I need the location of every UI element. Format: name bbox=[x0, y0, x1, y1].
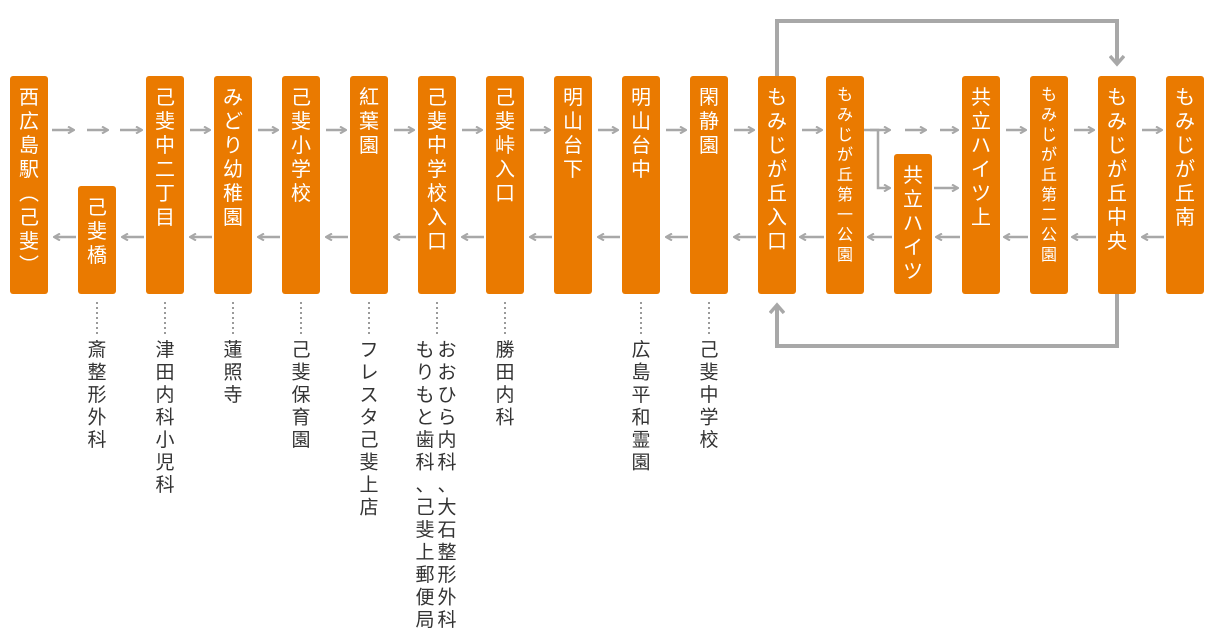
bus-stop-label: もみじが丘入口 bbox=[767, 85, 787, 253]
bus-stop-box bbox=[622, 76, 660, 294]
bus-stop-label: 共立ハイツ bbox=[903, 163, 923, 283]
branch-arrow bbox=[864, 128, 890, 188]
landmark-label: 己斐中学校 bbox=[699, 339, 718, 451]
bus-stop-kyoritsuue: 共立ハイツ上 bbox=[962, 76, 1000, 294]
bus-stop-koichugakko: 己斐中学校入口 bbox=[418, 76, 456, 294]
bus-stop-meizannaka: 明山台中 bbox=[622, 76, 660, 294]
bus-stop-label: みどり幼稚園 bbox=[223, 85, 243, 229]
bus-stop-box bbox=[146, 76, 184, 294]
landmark-koibashi: 斎整形外科 bbox=[87, 302, 107, 451]
landmark-label: フレスタ己斐上店 bbox=[359, 339, 378, 519]
bus-stop-label: もみじが丘南 bbox=[1175, 85, 1195, 229]
bus-stop-box bbox=[486, 76, 524, 294]
route-arrows bbox=[52, 19, 1164, 348]
bus-stop-box bbox=[418, 76, 456, 294]
loop-top-arrow bbox=[775, 19, 1117, 76]
bus-stop-momijiminami: もみじが丘南 bbox=[1166, 76, 1204, 294]
bus-stop-label: 紅葉園 bbox=[359, 85, 379, 157]
landmark-label: もりもと歯科、己斐上郵便局 bbox=[415, 339, 434, 631]
bus-stop-label: 西広島駅︵己斐︶ bbox=[19, 85, 39, 277]
bus-stop-box bbox=[554, 76, 592, 294]
bus-stop-box bbox=[1030, 76, 1068, 294]
landmark-koyoen: フレスタ己斐上店 bbox=[359, 302, 379, 519]
landmark-meizannaka: 広島平和霊園 bbox=[631, 302, 651, 474]
bus-stop-momijiiriguchi: もみじが丘入口 bbox=[758, 76, 796, 294]
bus-stop-koinaka2: 己斐中二丁目 bbox=[146, 76, 184, 294]
landmark-midori: 蓮照寺 bbox=[223, 302, 243, 406]
bus-stop-koyoen: 紅葉園 bbox=[350, 76, 388, 294]
landmark-label: 己斐保育園 bbox=[291, 339, 310, 451]
bus-stop-momijikoen2: もみじが丘第二公園 bbox=[1030, 76, 1068, 294]
bus-stop-label: 明山台中 bbox=[631, 85, 651, 181]
landmarks: 斎整形外科 津田内科小児科 蓮照寺 己斐保育園 フレスタ己斐上店 おおひら内科、大石整形外… bbox=[87, 302, 719, 631]
loop-bottom-arrow bbox=[777, 294, 1119, 348]
landmark-label: 斎整形外科 bbox=[87, 339, 106, 451]
bus-stop-momijikoen1: もみじが丘第一公園 bbox=[826, 76, 864, 294]
bus-stop-koitoge: 己斐峠入口 bbox=[486, 76, 524, 294]
bus-stop-nishihiroshima: 西広島駅︵己斐︶ bbox=[10, 76, 48, 294]
bus-stop-label: 閑静園 bbox=[699, 85, 719, 157]
bus-stop-label: 己斐峠入口 bbox=[495, 85, 515, 205]
landmark-kanseien: 己斐中学校 bbox=[699, 302, 719, 451]
bus-stop-momijichuo: もみじが丘中央 bbox=[1098, 76, 1136, 294]
landmark-label: 津田内科小児科 bbox=[155, 339, 174, 496]
landmark-label: 勝田内科 bbox=[495, 339, 514, 429]
bus-stop-box bbox=[10, 76, 48, 294]
bus-stop-box bbox=[1098, 76, 1136, 294]
bus-stop-label: 己斐小学校 bbox=[291, 85, 311, 205]
bus-stop-box bbox=[1166, 76, 1204, 294]
bus-stop-label: もみじが丘中央 bbox=[1107, 85, 1127, 253]
bus-stop-box bbox=[214, 76, 252, 294]
bus-stop-box bbox=[826, 76, 864, 294]
landmark-koinaka2: 津田内科小児科 bbox=[155, 302, 175, 496]
bus-stop-box bbox=[894, 154, 932, 294]
bus-stop-label: 己斐中学校入口 bbox=[427, 85, 447, 253]
bus-stop-label: もみじが丘第一公園 bbox=[837, 85, 853, 264]
bus-stop-kyoritsu: 共立ハイツ bbox=[894, 154, 932, 294]
landmark-koisho: 己斐保育園 bbox=[291, 302, 311, 451]
landmark-koitoge: 勝田内科 bbox=[495, 302, 515, 429]
bus-stop-koibashi: 己斐橋 bbox=[78, 186, 116, 294]
bus-stop-label: もみじが丘第二公園 bbox=[1041, 85, 1057, 264]
bus-stop-box bbox=[690, 76, 728, 294]
landmark-label: 蓮照寺 bbox=[223, 339, 242, 406]
landmark-label: 広島平和霊園 bbox=[631, 339, 650, 474]
bus-stop-koisho: 己斐小学校 bbox=[282, 76, 320, 294]
bus-stop-label: 共立ハイツ上 bbox=[971, 85, 991, 229]
bus-stops: 西広島駅︵己斐︶ 己斐橋 己斐中二丁目 みどり幼稚園 己斐小学校 紅葉園 己斐中学校入口 己斐… bbox=[10, 76, 1204, 294]
bus-stop-meizanshita: 明山台下 bbox=[554, 76, 592, 294]
landmark-label: おおひら内科、大石整形外科 bbox=[437, 339, 456, 631]
bus-stop-label: 己斐橋 bbox=[87, 195, 107, 267]
bus-stop-box bbox=[758, 76, 796, 294]
bus-stop-box bbox=[78, 186, 116, 294]
bus-stop-label: 己斐中二丁目 bbox=[155, 85, 175, 229]
bus-stop-midori: みどり幼稚園 bbox=[214, 76, 252, 294]
bus-stop-box bbox=[962, 76, 1000, 294]
bus-stop-kanseien: 閑静園 bbox=[690, 76, 728, 294]
bus-stop-box bbox=[282, 76, 320, 294]
bus-stop-box bbox=[350, 76, 388, 294]
bus-stop-label: 明山台下 bbox=[563, 85, 583, 181]
